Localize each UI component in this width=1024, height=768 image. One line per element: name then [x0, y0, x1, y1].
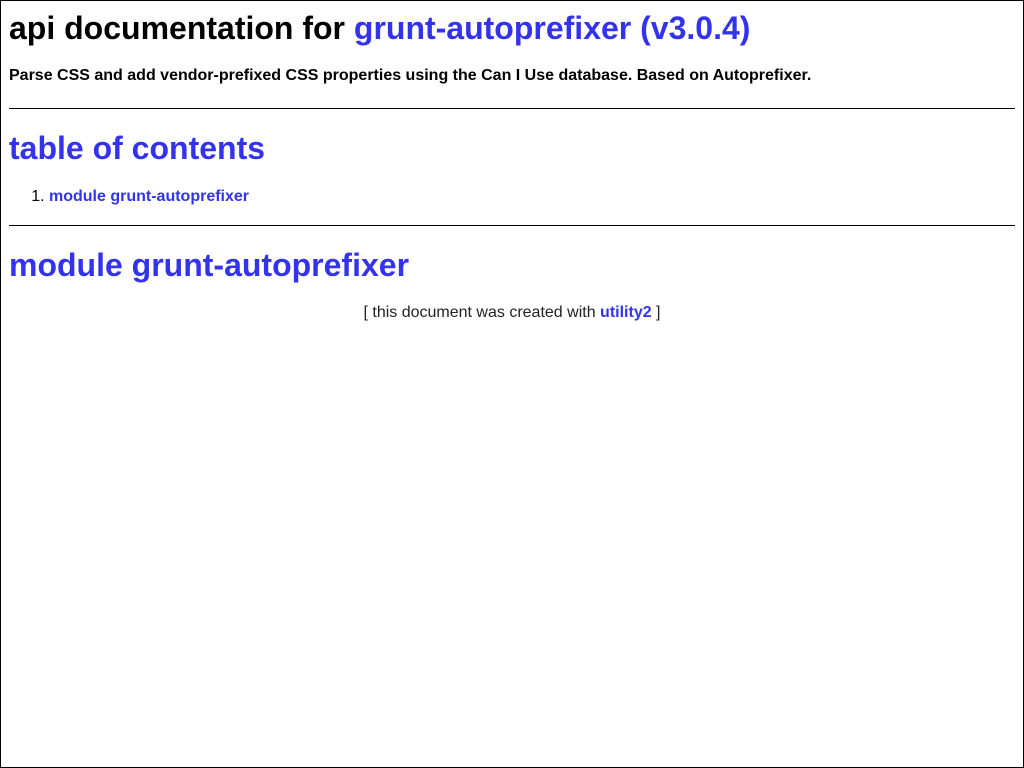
- utility2-link[interactable]: utility2: [600, 304, 652, 321]
- package-description: Parse CSS and add vendor-prefixed CSS pr…: [9, 67, 812, 84]
- footer-prefix: [ this document was created with: [363, 304, 601, 321]
- toc-list: module grunt-autoprefixer: [9, 188, 1015, 206]
- toc-heading[interactable]: table of contents: [9, 130, 266, 166]
- package-link[interactable]: grunt-autoprefixer (v3.0.4): [353, 10, 751, 46]
- toc-link-module[interactable]: module grunt-autoprefixer: [49, 188, 250, 205]
- module-heading[interactable]: module grunt-autoprefixer: [9, 247, 410, 283]
- toc-item-module: module grunt-autoprefixer: [49, 188, 1015, 206]
- page-title-prefix: api documentation for: [9, 10, 354, 46]
- divider: [9, 225, 1015, 226]
- page-title: api documentation for grunt-autoprefixer…: [9, 1, 1015, 47]
- footer-note: [ this document was created with utility…: [9, 304, 1015, 322]
- divider: [9, 108, 1015, 109]
- footer-suffix: ]: [651, 304, 661, 321]
